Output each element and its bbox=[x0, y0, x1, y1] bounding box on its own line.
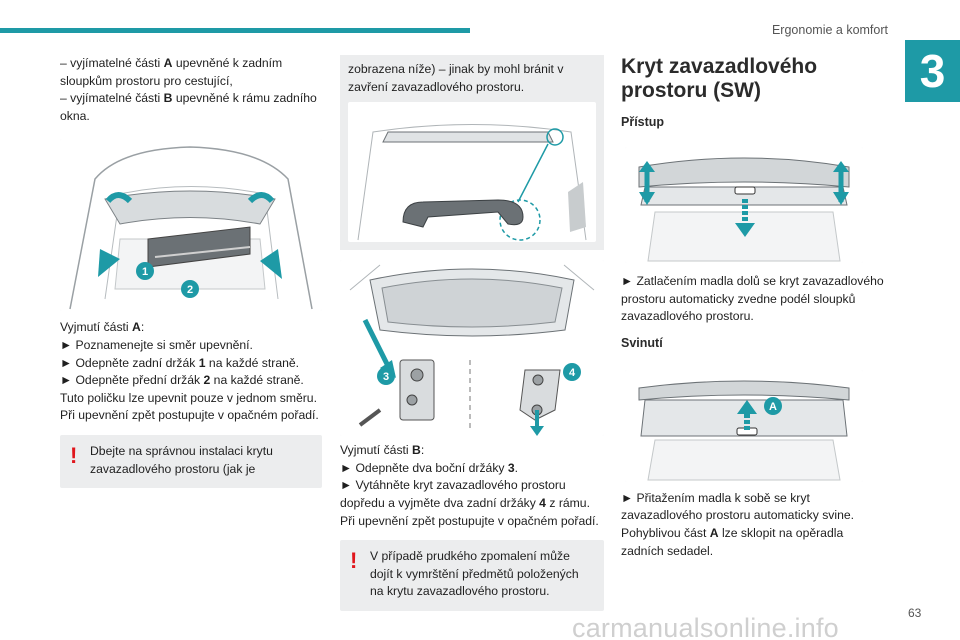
callout-3: 3 bbox=[383, 371, 389, 383]
access-text: ► Zatlačením madla dolů se kryt zavazadl… bbox=[621, 274, 884, 324]
roll-text-1: ► Přitažením madla k sobě se kryt zavaza… bbox=[621, 490, 855, 523]
figure-cover-position bbox=[348, 102, 596, 243]
column-middle: zobrazena níže) – jinak by mohl bránit v… bbox=[340, 55, 604, 611]
removal-a-title: Vyjmutí části A: bbox=[60, 320, 145, 335]
section-title: Ergonomie a komfort bbox=[771, 23, 888, 37]
step-note-direction: ► Poznamenejte si směr upevnění. bbox=[60, 337, 253, 352]
warning-icon: ! bbox=[350, 548, 358, 574]
callout-2: 2 bbox=[187, 284, 193, 296]
figure-parcel-shelf-b: 3 4 bbox=[340, 260, 604, 437]
roll-heading: Svinutí bbox=[621, 335, 663, 350]
warning-braking-text: V případě prudkého zpomalení může dojít … bbox=[370, 549, 579, 599]
callout-1: 1 bbox=[142, 266, 148, 278]
figure-parcel-shelf-a: 1 2 bbox=[60, 139, 322, 312]
access-heading: Přístup bbox=[621, 115, 665, 129]
warning-box-braking: ! V případě prudkého zpomalení může dojí… bbox=[340, 540, 604, 611]
step-pull-cover: ► Vytáhněte kryt zavazadlového prostoru … bbox=[340, 478, 590, 510]
warning-continued-text: zobrazena níže) – jinak by mohl bránit v… bbox=[348, 62, 564, 94]
cover-sw-title: Kryt zavazadlového prostoru (SW) bbox=[621, 55, 818, 102]
column-right: Kryt zavazadlového prostoru (SW) Přístup… bbox=[621, 55, 886, 560]
warning-icon: ! bbox=[70, 442, 78, 468]
warning-text: Dbejte na správnou instalaci krytu zavaz… bbox=[90, 443, 273, 476]
removal-b-title: Vyjmutí části B: bbox=[340, 443, 425, 458]
callout-a: A bbox=[769, 401, 777, 413]
step-side-holders: ► Odepněte dva boční držáky 3. bbox=[340, 460, 519, 475]
figure-roll: A bbox=[625, 369, 863, 482]
column-left: – vyjímatelné části A upevněné k zadním … bbox=[60, 55, 322, 489]
intro-line-b: – vyjímatelné části B upevněné k rámu za… bbox=[60, 91, 317, 123]
callout-4: 4 bbox=[569, 367, 576, 379]
page-number: 63 bbox=[908, 606, 922, 620]
step-front-holder: ► Odepněte přední držák 2 na každé stran… bbox=[60, 373, 304, 388]
header-accent-bar bbox=[0, 28, 470, 33]
chapter-number-tab: 3 bbox=[905, 40, 960, 102]
watermark: carmanualsonline.info bbox=[572, 613, 839, 640]
figure-access bbox=[625, 147, 863, 263]
warning-continued: zobrazena níže) – jinak by mohl bránit v… bbox=[340, 55, 604, 251]
note-reinstall: Tuto poličku lze upevnit pouze v jednom … bbox=[60, 390, 319, 423]
warning-box-install: ! Dbejte na správnou instalaci krytu zav… bbox=[60, 434, 322, 489]
intro-line-a: – vyjímatelné části A upevněné k zadním … bbox=[60, 56, 283, 88]
roll-text-2: Pohyblivou část A lze sklopit na opěradl… bbox=[621, 525, 844, 558]
note-reinstall-b: Při upevnění zpět postupujte v opačném p… bbox=[340, 513, 599, 528]
step-rear-holder: ► Odepněte zadní držák 1 na každé straně… bbox=[60, 355, 300, 370]
